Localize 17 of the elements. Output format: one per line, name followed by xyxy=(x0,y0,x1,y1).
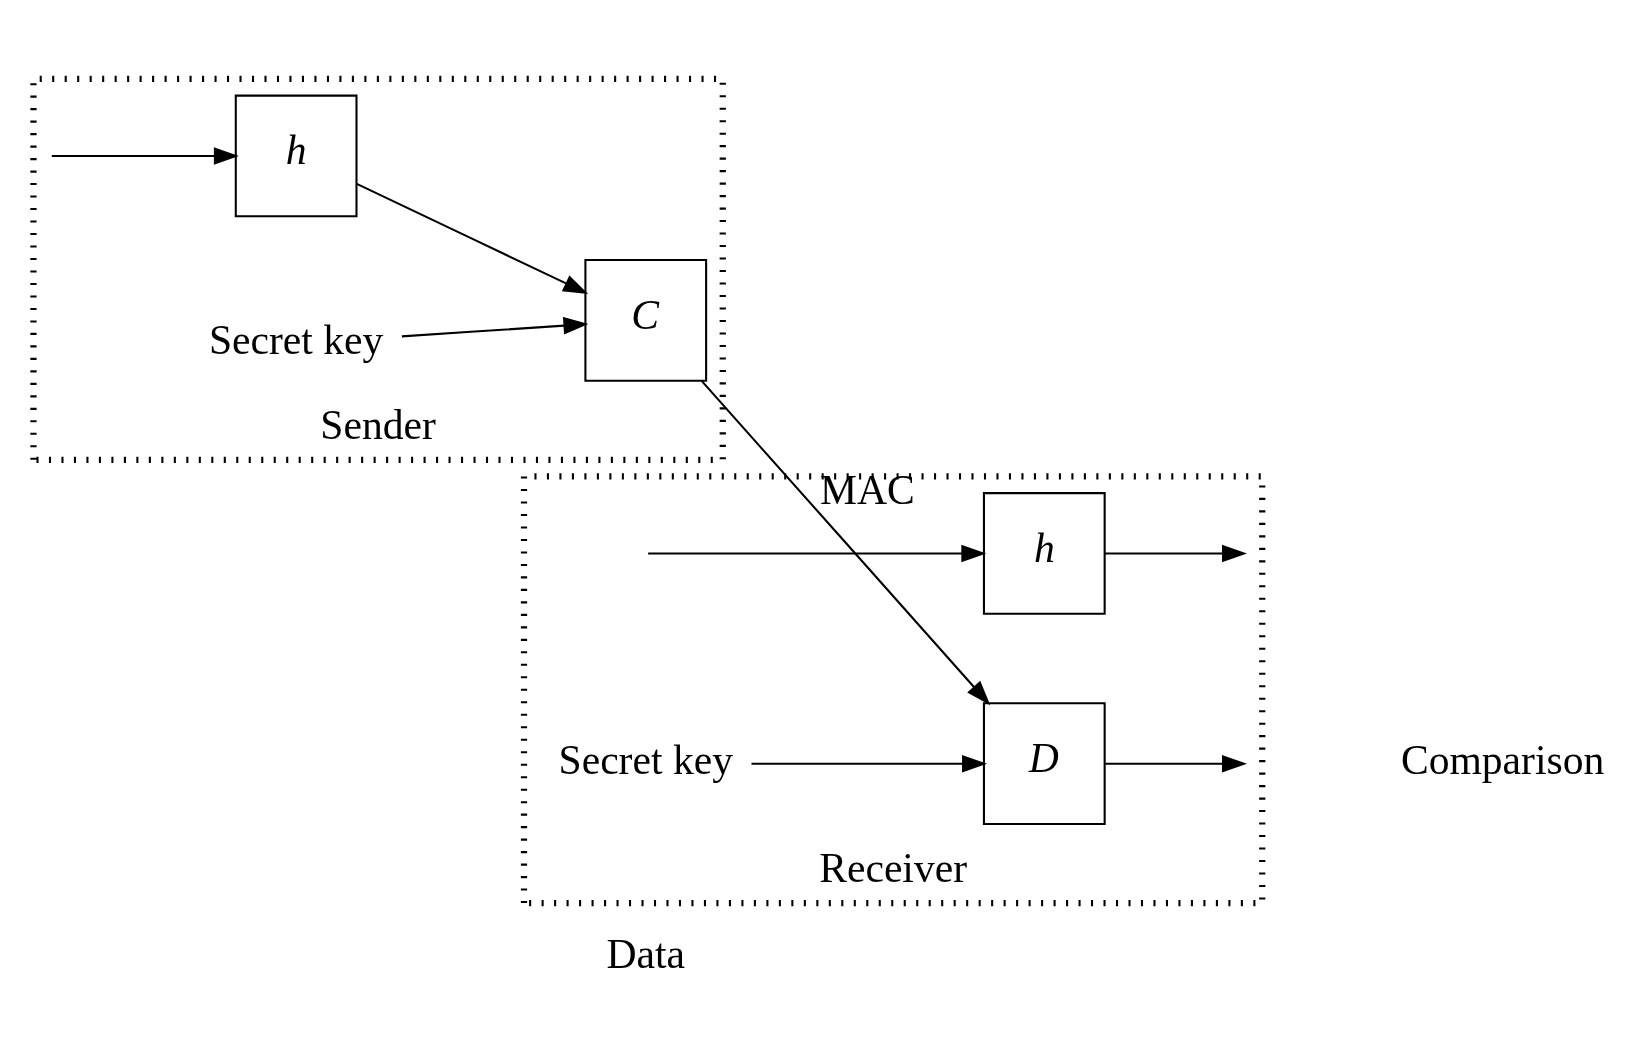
arrow xyxy=(701,380,991,706)
node-text: Secret key xyxy=(558,737,733,784)
arrow xyxy=(648,544,987,563)
node-box: h xyxy=(234,94,358,218)
node-box: C xyxy=(584,259,708,382)
label: Comparison xyxy=(1400,737,1605,784)
edge-label: MAC xyxy=(820,466,915,513)
label: Data xyxy=(606,930,686,977)
arrow xyxy=(401,316,589,338)
node-text: Secret key xyxy=(208,316,384,363)
node-box: h xyxy=(982,492,1106,615)
arrow xyxy=(356,182,589,294)
arrow xyxy=(51,147,239,165)
arrow xyxy=(751,754,988,773)
arrow xyxy=(1105,754,1247,773)
node-box: D xyxy=(982,702,1106,826)
arrow xyxy=(1105,544,1247,563)
